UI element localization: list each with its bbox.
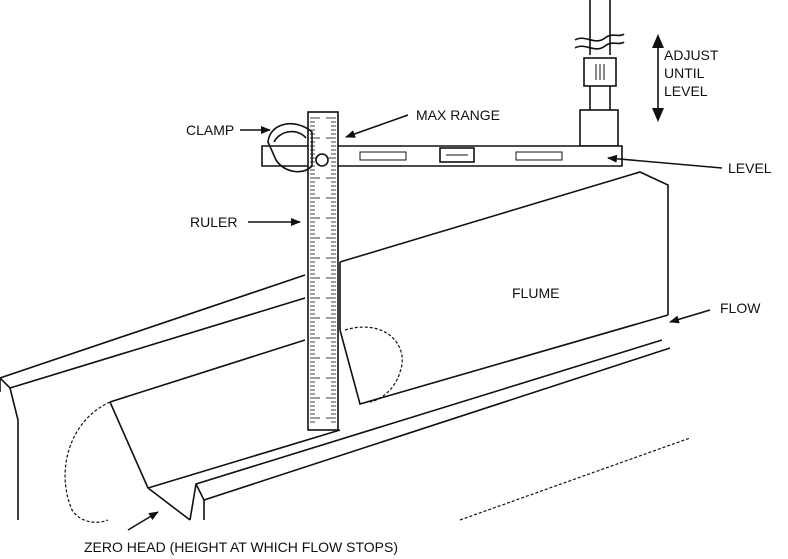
zero-head-label: ZERO HEAD (HEIGHT AT WHICH FLOW STOPS) bbox=[84, 539, 398, 555]
level-label: LEVEL bbox=[728, 160, 772, 176]
gauge-mast bbox=[574, 0, 625, 147]
adjust-label-line3: LEVEL bbox=[664, 83, 708, 99]
clamp-label: CLAMP bbox=[186, 122, 234, 138]
adjust-arrow bbox=[652, 34, 664, 122]
callout-arrows bbox=[127, 114, 723, 531]
level-bar bbox=[261, 145, 623, 167]
flow-label: FLOW bbox=[720, 300, 761, 316]
ruler-label: RULER bbox=[190, 214, 237, 230]
clamp bbox=[267, 123, 329, 173]
max-range-label: MAX RANGE bbox=[416, 107, 500, 123]
flume-label: FLUME bbox=[512, 285, 559, 301]
adjust-label-line1: ADJUST bbox=[664, 47, 719, 63]
adjust-label-line2: UNTIL bbox=[664, 65, 705, 81]
flume-body bbox=[0, 171, 691, 523]
